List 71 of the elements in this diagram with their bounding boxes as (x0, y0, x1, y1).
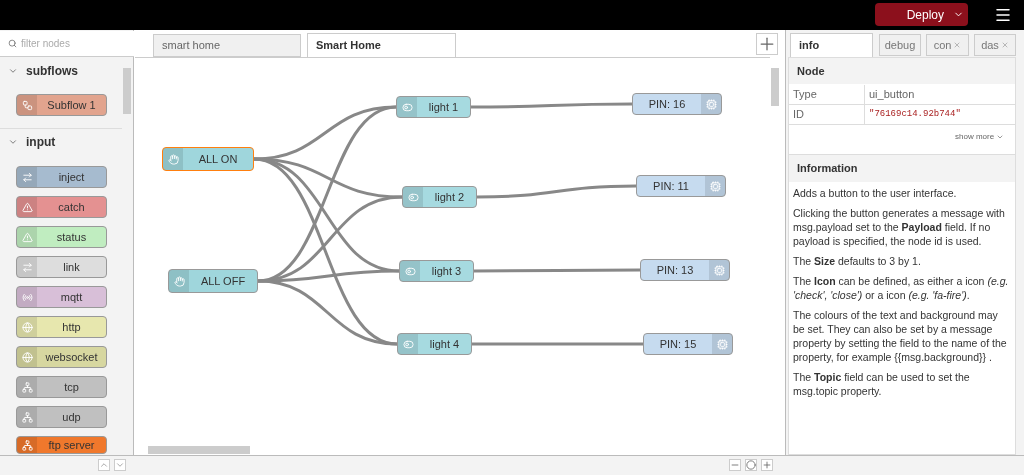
show-more-link: show more (955, 131, 995, 143)
node-label: Subflow 1 (47, 97, 96, 113)
wire (257, 279, 398, 346)
paragraph: Adds a button to the user interface. (793, 186, 958, 200)
flow-node (643, 333, 733, 355)
wire (471, 102, 632, 109)
palette-node (16, 316, 107, 338)
flow-node (402, 186, 477, 208)
flow-node (162, 147, 254, 171)
palette-node (16, 94, 107, 116)
table-cell: "76169c14.92b744" (865, 105, 1015, 125)
palette-node (16, 166, 107, 188)
active-tab: Smart Home (307, 33, 456, 57)
flow-node (399, 260, 474, 282)
palette-node (16, 196, 107, 218)
node-label: catch (58, 199, 85, 215)
node-label: ALL OFF (200, 273, 246, 289)
node-label: light 4 (429, 336, 460, 352)
node-label: http (62, 319, 81, 335)
wire (257, 269, 400, 283)
tab: smart home (153, 34, 301, 57)
flow-node (396, 96, 471, 118)
node-label: PIN: 11 (653, 178, 689, 194)
tab-label: con (933, 37, 952, 53)
node-label: ftp server (48, 437, 95, 453)
palette-node (16, 256, 107, 278)
flow-node (636, 175, 726, 197)
paragraph: The Size defaults to 3 by 1. (793, 254, 922, 268)
deploy-button: Deploy (875, 3, 968, 26)
palette-node (16, 226, 107, 248)
table-cell: ui_button (865, 85, 1015, 105)
flow-node (632, 93, 722, 115)
palette-node (16, 406, 107, 428)
paragraph: The Topic field can be used to set the msg.topic property. (793, 370, 971, 398)
tab: debug (879, 34, 921, 56)
node-label: inject (58, 169, 85, 185)
category-title: input (26, 133, 56, 151)
palette-node (16, 376, 107, 398)
paragraph: Clicking the button generates a message with msg.payload set to the Payload field. If no payload is specified, the node id is used. (793, 206, 1006, 248)
node-label: PIN: 15 (659, 336, 697, 352)
palette-node (16, 436, 107, 454)
node-label: udp (62, 409, 81, 425)
node-label: tcp (64, 379, 79, 395)
wire (474, 268, 640, 273)
paragraph: The colours of the text and background may be set. They can also be set by a message property by setting the field to the name of the property, for example {{msg.background}} . (793, 308, 1008, 364)
node-label: link (63, 259, 80, 275)
node-label: light 2 (434, 189, 465, 205)
node-label: status (56, 229, 87, 245)
palette-node (16, 286, 107, 308)
flow-node (397, 333, 472, 355)
category-title: subflows (26, 63, 78, 80)
paragraph: The Icon can be defined, as either a icon (e.g. 'check', 'close') or a icon (e.g. 'fa-fire'). (793, 274, 1009, 302)
palette-node (16, 346, 107, 368)
wire (477, 184, 636, 199)
table-cell: ID (789, 105, 865, 125)
node-label: PIN: 16 (648, 96, 686, 112)
flow-node (168, 269, 258, 293)
tab-label: das (981, 37, 999, 53)
search-field: filter nodes (0, 31, 134, 57)
node-label: ALL ON (198, 151, 238, 167)
section-header: Information (789, 154, 1015, 182)
section-header: Node (789, 58, 1015, 84)
table-cell: Type (789, 85, 865, 105)
node-label: PIN: 13 (656, 262, 694, 278)
node-label: mqtt (60, 289, 83, 305)
node-label: light 3 (431, 263, 462, 279)
node-label: light 1 (428, 99, 459, 115)
wire (472, 342, 643, 346)
node-label: websocket (45, 349, 98, 365)
active-tab: info (790, 33, 873, 57)
flow-node (640, 259, 730, 281)
